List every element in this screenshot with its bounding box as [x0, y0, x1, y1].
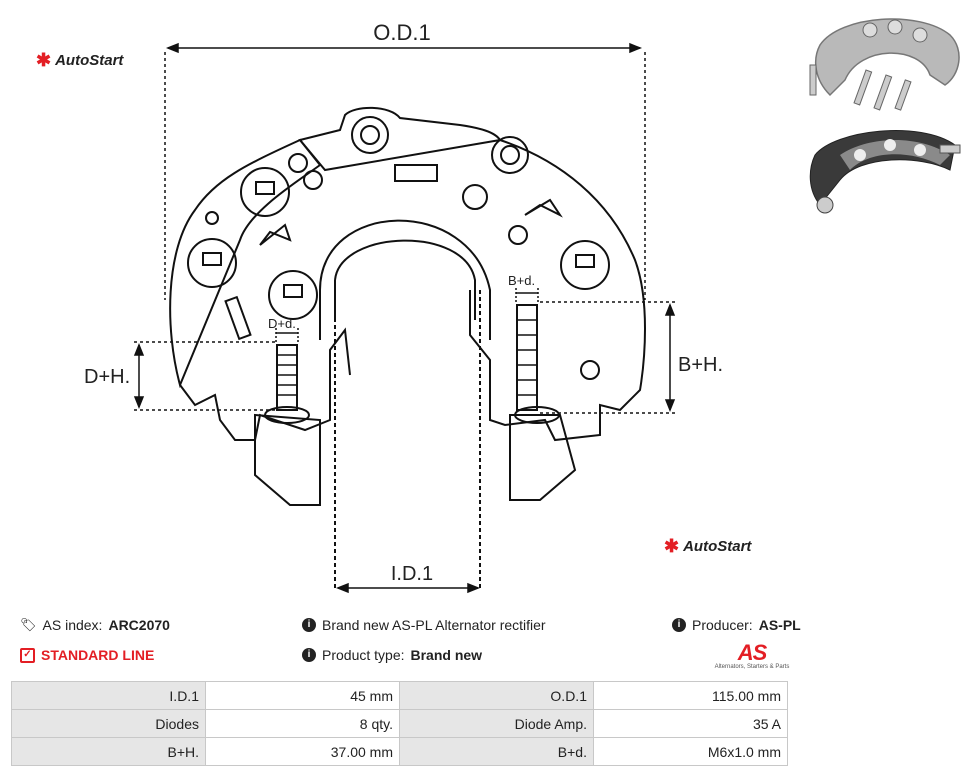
as-index: 🏷 AS index: ARC2070: [20, 617, 170, 633]
info-icon: i: [672, 618, 686, 632]
info-icon: i: [302, 648, 316, 662]
producer: i Producer: AS-PL: [672, 617, 801, 633]
product-photo-bottom: [809, 130, 961, 214]
autostart-mark-icon: ✱: [36, 50, 52, 70]
logo-text: AutoStart: [683, 538, 752, 555]
dh-label: D+H.: [84, 366, 130, 388]
product-photos: [809, 18, 961, 214]
product-type: i Product type: Brand new: [302, 647, 482, 663]
dd-label: D+d.: [268, 316, 296, 331]
table-row: I.D.1 45 mm O.D.1 115.00 mm: [11, 681, 788, 710]
od-label: O.D.1: [373, 20, 430, 45]
table-row: B+H. 37.00 mm B+d. M6x1.0 mm: [11, 737, 788, 766]
logo-text: AutoStart: [55, 52, 124, 69]
tags-icon: 🏷: [20, 617, 37, 632]
id-label: I.D.1: [391, 563, 433, 585]
as-index-value: ARC2070: [108, 617, 170, 633]
info-icon: i: [302, 618, 316, 632]
table-row: Diodes 8 qty. Diode Amp. 35 A: [11, 709, 788, 738]
bd-label: B+d.: [508, 273, 535, 288]
autostart-logo-top: ✱ AutoStart: [36, 50, 123, 71]
bh-label: B+H.: [678, 354, 723, 376]
check-square-icon: ✓: [20, 647, 35, 663]
rectifier-technical-drawing: O.D.1 I.D.1 D+H. B+H. D+d. B+d.: [84, 20, 723, 594]
producer-value: AS-PL: [758, 617, 801, 633]
autostart-mark-icon: ✱: [664, 536, 680, 556]
autostart-logo-bottom: ✱ AutoStart: [664, 536, 751, 557]
product-type-value: Brand new: [410, 647, 483, 663]
as-pl-logo: AS Alternators, Starters & Parts: [714, 640, 790, 670]
product-photo-top: [809, 18, 960, 111]
spec-table: I.D.1 45 mm O.D.1 115.00 mm Diodes 8 qty…: [11, 681, 788, 766]
standard-line-badge: ✓ STANDARD LINE: [20, 647, 154, 663]
brand-note: i Brand new AS-PL Alternator rectifier: [302, 617, 546, 633]
